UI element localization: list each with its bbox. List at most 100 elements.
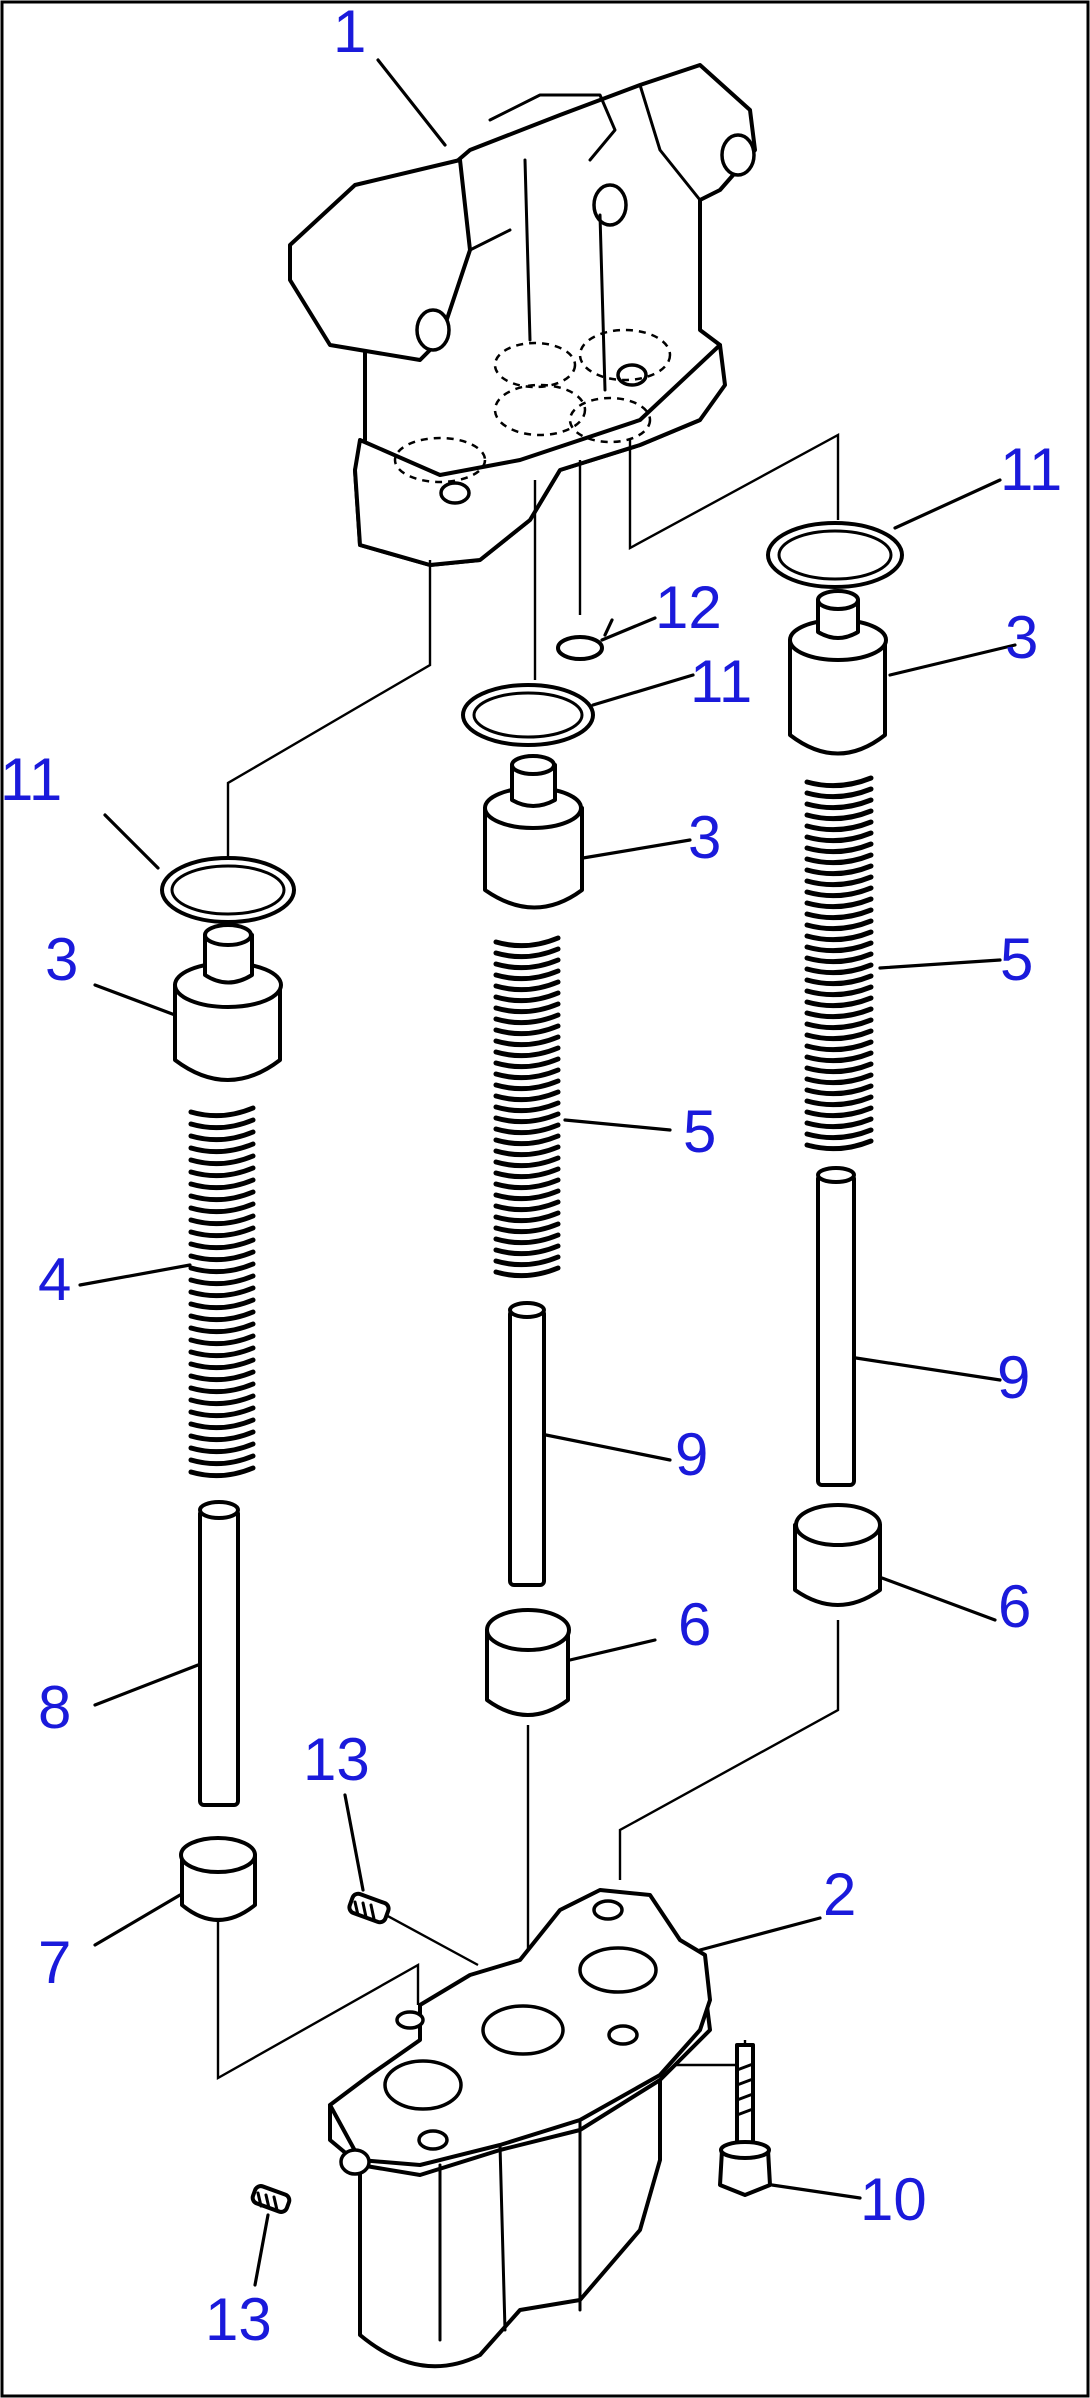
spring-coil <box>188 1369 256 1383</box>
spring-coil <box>804 1138 874 1152</box>
spring-coil <box>804 951 874 965</box>
callout-5-right: 5 <box>1000 926 1033 993</box>
callout-3-left: 3 <box>45 926 78 993</box>
part-7-spool-left <box>179 1836 257 1922</box>
spring-coil <box>188 1285 256 1299</box>
part-13-plug-upper <box>347 1891 391 1925</box>
callout-3-right: 3 <box>1005 604 1038 671</box>
callout-4: 4 <box>38 1246 71 1313</box>
callout-11-right: 11 <box>1000 436 1062 503</box>
spring-coil <box>188 1453 256 1467</box>
spring-coil <box>804 1039 874 1053</box>
spring-coil <box>493 1221 561 1235</box>
callout-6-middle: 6 <box>678 1591 711 1658</box>
spring-coil <box>493 1023 561 1037</box>
spring-coil <box>493 1122 561 1136</box>
spring-coil <box>188 1333 256 1347</box>
callout-13-upper: 13 <box>303 1726 370 1793</box>
spring-coil <box>493 1243 561 1257</box>
spring-coil <box>804 962 874 976</box>
spring-coil <box>493 1056 561 1070</box>
spring-coil <box>804 852 874 866</box>
spring-coil <box>804 885 874 899</box>
spring-coil <box>493 1199 561 1213</box>
part-10-bolt <box>718 2043 772 2197</box>
callout-12: 12 <box>655 574 722 641</box>
spring-coil <box>804 808 874 822</box>
spring-coil <box>188 1345 256 1359</box>
spring-coil <box>804 1094 874 1108</box>
part-2-lower-body <box>328 1888 712 2369</box>
spring-coil <box>188 1129 256 1143</box>
spring-coil <box>493 935 561 949</box>
spring-coil <box>493 1100 561 1114</box>
spring-coil <box>804 797 874 811</box>
part-6-spool-right <box>793 1503 882 1607</box>
leader-lines <box>78 58 1017 2287</box>
spring-coil <box>493 1067 561 1081</box>
callout-10: 10 <box>860 2166 927 2233</box>
spring-coil <box>188 1405 256 1419</box>
spring-coil <box>493 957 561 971</box>
spring-coil <box>493 1133 561 1147</box>
spring-coil <box>188 1273 256 1287</box>
spring-coil <box>188 1117 256 1131</box>
spring-coil <box>188 1357 256 1371</box>
spring-coil <box>493 1001 561 1015</box>
spring-coil <box>188 1201 256 1215</box>
part-9-pin-right <box>816 1166 856 1487</box>
spring-coil <box>493 1045 561 1059</box>
part-11-oring-right <box>766 521 904 589</box>
part-11-oring-middle <box>461 683 595 747</box>
callout-1: 1 <box>333 0 366 65</box>
part-5-spring-middle <box>493 935 561 1285</box>
spring-coil <box>804 1006 874 1020</box>
spring-coil <box>804 1028 874 1042</box>
spring-coil <box>188 1225 256 1239</box>
spring-coil <box>493 1188 561 1202</box>
part-8-pin <box>198 1500 240 1807</box>
spring-coil <box>188 1153 256 1167</box>
spring-coil <box>804 918 874 932</box>
spring-coil <box>493 1078 561 1092</box>
callout-9-right: 9 <box>997 1344 1030 1411</box>
callout-11-left: 11 <box>0 746 62 813</box>
spring-coil <box>493 1265 561 1279</box>
spring-coil <box>188 1237 256 1251</box>
callout-2: 2 <box>823 1861 856 1928</box>
spring-coil <box>188 1105 256 1119</box>
spring-coil <box>188 1393 256 1407</box>
spring-coil <box>188 1189 256 1203</box>
spring-coil <box>804 1061 874 1075</box>
spring-coil <box>804 1083 874 1097</box>
spring-coil <box>188 1465 256 1479</box>
part-12-plug <box>556 635 604 661</box>
spring-coil <box>804 830 874 844</box>
spring-coil <box>493 1210 561 1224</box>
spring-coil <box>804 896 874 910</box>
callout-7: 7 <box>38 1929 71 1996</box>
spring-coil <box>804 874 874 888</box>
spring-coil <box>804 984 874 998</box>
spring-coil <box>493 1166 561 1180</box>
spring-coil <box>188 1309 256 1323</box>
spring-coil <box>804 1116 874 1130</box>
spring-coil <box>188 1429 256 1443</box>
part-3-piston-middle <box>483 754 584 910</box>
spring-coil <box>804 907 874 921</box>
spring-coil <box>493 1034 561 1048</box>
spring-coil <box>188 1441 256 1455</box>
spring-coil <box>493 1254 561 1268</box>
part-6-spool-middle <box>485 1608 571 1717</box>
spring-coil <box>188 1381 256 1395</box>
part-3-piston-right <box>788 589 888 756</box>
spring-coil <box>804 973 874 987</box>
spring-coil <box>493 1012 561 1026</box>
spring-coil <box>493 1111 561 1125</box>
spring-coil <box>493 1177 561 1191</box>
spring-coil <box>188 1249 256 1263</box>
spring-coil <box>804 1050 874 1064</box>
spring-coil <box>493 1089 561 1103</box>
